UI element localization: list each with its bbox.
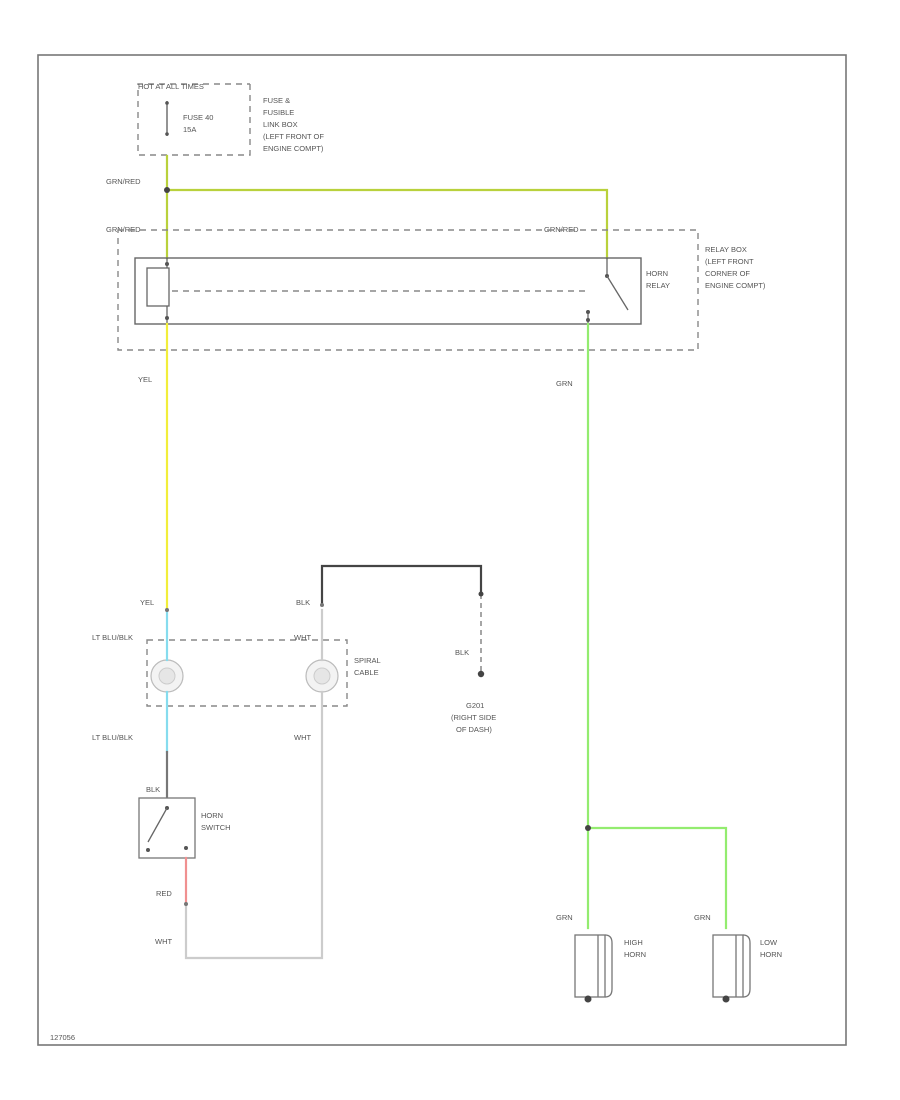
high-horn-label-2: HORN — [624, 950, 646, 959]
horn-switch: BLK HORN SWITCH — [138, 750, 231, 859]
wire-blk-ground: BLK BLK — [296, 564, 485, 678]
wire-label-wht-3: WHT — [155, 937, 172, 946]
low-horn: LOW HORN — [712, 934, 782, 1003]
svg-text:OF DASH): OF DASH) — [456, 725, 492, 734]
spiral-cable: SPIRAL CABLE — [146, 639, 381, 707]
wire-lt-blu-blk: LT BLU/BLK LT BLU/BLK — [92, 608, 169, 754]
ground-point — [477, 670, 485, 678]
horn-relay-label-2: RELAY — [646, 281, 670, 290]
fuse-box: HOT AT ALL TIMES FUSE 40 15A — [137, 82, 251, 156]
wire-label-lt-blu-blk-2: LT BLU/BLK — [92, 733, 133, 742]
spiral-cable-label-2: CABLE — [354, 668, 379, 677]
splice-point — [585, 825, 591, 831]
wire-label-wht-1: WHT — [294, 633, 311, 642]
svg-text:(LEFT FRONT: (LEFT FRONT — [705, 257, 754, 266]
diagram-frame — [37, 54, 847, 1046]
wire-label-red: RED — [156, 889, 172, 898]
wire-label-grn: GRN — [556, 379, 573, 388]
wire-label-blk-3: BLK — [146, 785, 160, 794]
svg-text:CORNER OF: CORNER OF — [705, 269, 750, 278]
wire-label-blk-2: BLK — [455, 648, 469, 657]
figure-id-label: 127056 — [50, 1033, 75, 1042]
wire-label-yel: YEL — [138, 375, 152, 384]
fuse-40-label: FUSE 40 — [183, 113, 213, 122]
svg-text:FUSE &: FUSE & — [263, 96, 290, 105]
ground-g201-label: G201 (RIGHT SIDE OF DASH) — [451, 701, 496, 734]
horn-relay-label: HORN — [646, 269, 668, 278]
svg-text:LINK BOX: LINK BOX — [263, 120, 298, 129]
horn-switch-label-2: SWITCH — [201, 823, 231, 832]
relay-box-location-label: RELAY BOX (LEFT FRONT CORNER OF ENGINE C… — [705, 245, 766, 290]
wire-grn-red: GRN/RED GRN/RED GRN/RED — [106, 154, 609, 260]
svg-text:G201: G201 — [466, 701, 484, 710]
svg-text:ENGINE COMPT): ENGINE COMPT) — [705, 281, 766, 290]
low-horn-label-2: HORN — [760, 950, 782, 959]
wire-label-grn-red-top: GRN/RED — [106, 177, 141, 186]
fuse-40-amp-label: 15A — [183, 125, 196, 134]
wire-wht: WHT WHT WHT — [155, 608, 324, 960]
svg-text:RELAY BOX: RELAY BOX — [705, 245, 747, 254]
relay-coil — [146, 258, 170, 324]
svg-text:ENGINE COMPT): ENGINE COMPT) — [263, 144, 324, 153]
splice-point — [164, 187, 170, 193]
relay-box: HORN RELAY — [117, 229, 699, 351]
wire-red: RED — [156, 856, 188, 906]
relay-switch — [586, 258, 629, 324]
horn-switch-label: HORN — [201, 811, 223, 820]
wire-label-blk-1: BLK — [296, 598, 310, 607]
wire-label-lt-blu-blk-1: LT BLU/BLK — [92, 633, 133, 642]
svg-text:(LEFT FRONT OF: (LEFT FRONT OF — [263, 132, 324, 141]
svg-text:(RIGHT SIDE: (RIGHT SIDE — [451, 713, 496, 722]
hot-at-all-times-label: HOT AT ALL TIMES — [138, 82, 204, 91]
fuse-box-location-label: FUSE & FUSIBLE LINK BOX (LEFT FRONT OF E… — [263, 96, 324, 153]
wire-label-yel-2: YEL — [140, 598, 154, 607]
wire-label-wht-2: WHT — [294, 733, 311, 742]
svg-text:FUSIBLE: FUSIBLE — [263, 108, 294, 117]
high-horn: HIGH HORN — [574, 934, 646, 1003]
low-horn-label: LOW — [760, 938, 778, 947]
wire-grn: GRN GRN GRN — [556, 322, 728, 930]
wire-label-grn-3: GRN — [694, 913, 711, 922]
wire-label-grn-2: GRN — [556, 913, 573, 922]
wire-yel: YEL YEL — [138, 322, 169, 612]
high-horn-label: HIGH — [624, 938, 643, 947]
spiral-cable-label: SPIRAL — [354, 656, 381, 665]
